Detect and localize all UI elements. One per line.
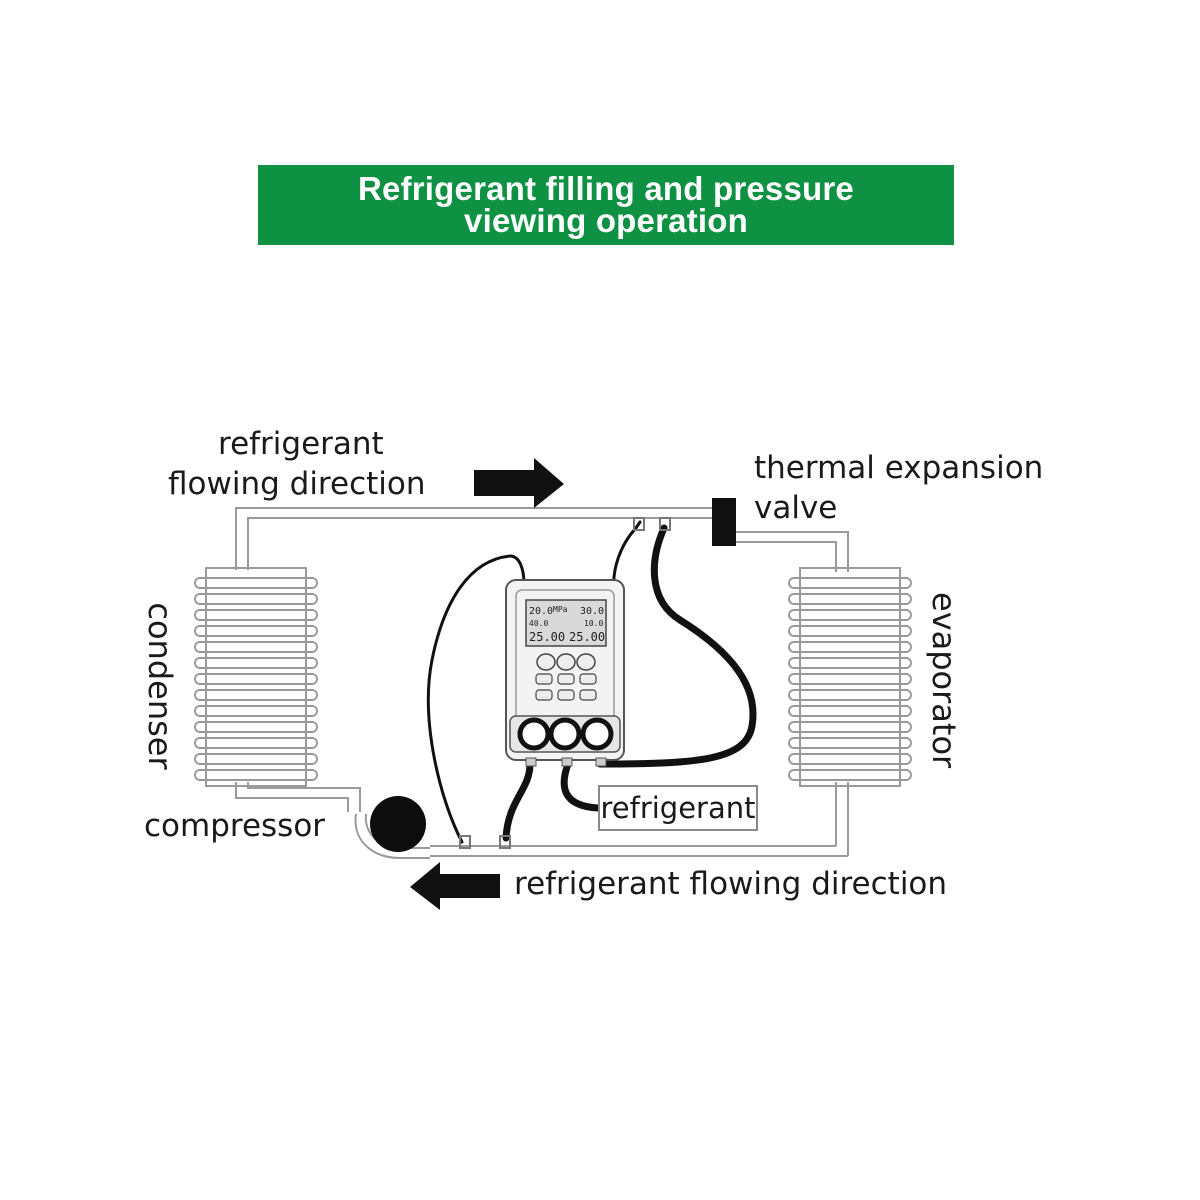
refrigerant-tank-label: refrigerant xyxy=(598,785,758,831)
gauge-round-buttons xyxy=(536,653,596,671)
gauge-key-buttons xyxy=(535,673,597,701)
gauge-valve-knobs xyxy=(509,715,621,753)
condenser-tube xyxy=(194,593,318,605)
lcd-top-left: 20.0 xyxy=(529,606,553,617)
pipe-loop xyxy=(235,507,849,857)
compressor-label: compressor xyxy=(144,808,326,844)
evaporator-tube xyxy=(788,609,912,621)
lcd-unit: MPa xyxy=(553,605,568,614)
valve-label-line-2: valve xyxy=(754,490,838,526)
condenser-tube xyxy=(194,737,318,749)
hose-fittings xyxy=(459,517,671,849)
evaporator-tube xyxy=(788,657,912,669)
evaporator-tube xyxy=(788,769,912,781)
valve-label-line-1: thermal expansion xyxy=(754,450,1044,486)
condenser-tube xyxy=(194,577,318,589)
condenser-tube xyxy=(194,689,318,701)
condenser-label: condenser xyxy=(141,602,179,770)
evaporator-tube xyxy=(788,721,912,733)
evaporator-tube xyxy=(788,673,912,685)
condenser-tube xyxy=(194,705,318,717)
lcd-mid-left: 40.0 xyxy=(529,619,548,628)
lcd-bottom-right: 25.00 xyxy=(569,630,605,644)
condenser-tube xyxy=(194,609,318,621)
flow-label-bottom: refrigerant flowing direction xyxy=(514,866,948,902)
evaporator-tube xyxy=(788,737,912,749)
gauge-lcd-screen xyxy=(525,599,607,647)
flow-arrow-right-icon xyxy=(474,458,564,508)
condenser-tube xyxy=(194,641,318,653)
flow-label-top-line-2: flowing direction xyxy=(168,466,426,502)
digital-manifold-gauge: 20.0 MPa 30.0 40.0 10.0 25.00 25.00 xyxy=(505,579,625,767)
condenser-tube xyxy=(194,625,318,637)
title-line-2: viewing operation xyxy=(464,202,748,239)
condenser-tube xyxy=(194,657,318,669)
evaporator-tube xyxy=(788,705,912,717)
flow-arrow-left-icon xyxy=(410,862,500,910)
condenser-coil xyxy=(194,567,318,787)
evaporator-tube xyxy=(788,641,912,653)
condenser-tube xyxy=(194,673,318,685)
evaporator-tube xyxy=(788,577,912,589)
evaporator-tube xyxy=(788,753,912,765)
condenser-tube xyxy=(194,753,318,765)
evaporator-tube xyxy=(788,593,912,605)
lcd-bottom-left: 25.00 xyxy=(529,630,565,644)
title-banner: Refrigerant filling and pressure viewing… xyxy=(258,165,954,245)
condenser-tube xyxy=(194,769,318,781)
flow-label-top-line-1: refrigerant xyxy=(218,426,384,462)
compressor-icon xyxy=(354,796,430,859)
title-line-1: Refrigerant filling and pressure xyxy=(357,170,854,207)
evaporator-coil xyxy=(788,567,912,787)
condenser-tube xyxy=(194,721,318,733)
evaporator-label: evaporator xyxy=(925,592,963,769)
expansion-valve-icon xyxy=(712,498,736,546)
lcd-mid-right: 10.0 xyxy=(584,619,603,628)
evaporator-tube xyxy=(788,689,912,701)
evaporator-tube xyxy=(788,625,912,637)
lcd-top-right: 30.0 xyxy=(580,606,604,617)
